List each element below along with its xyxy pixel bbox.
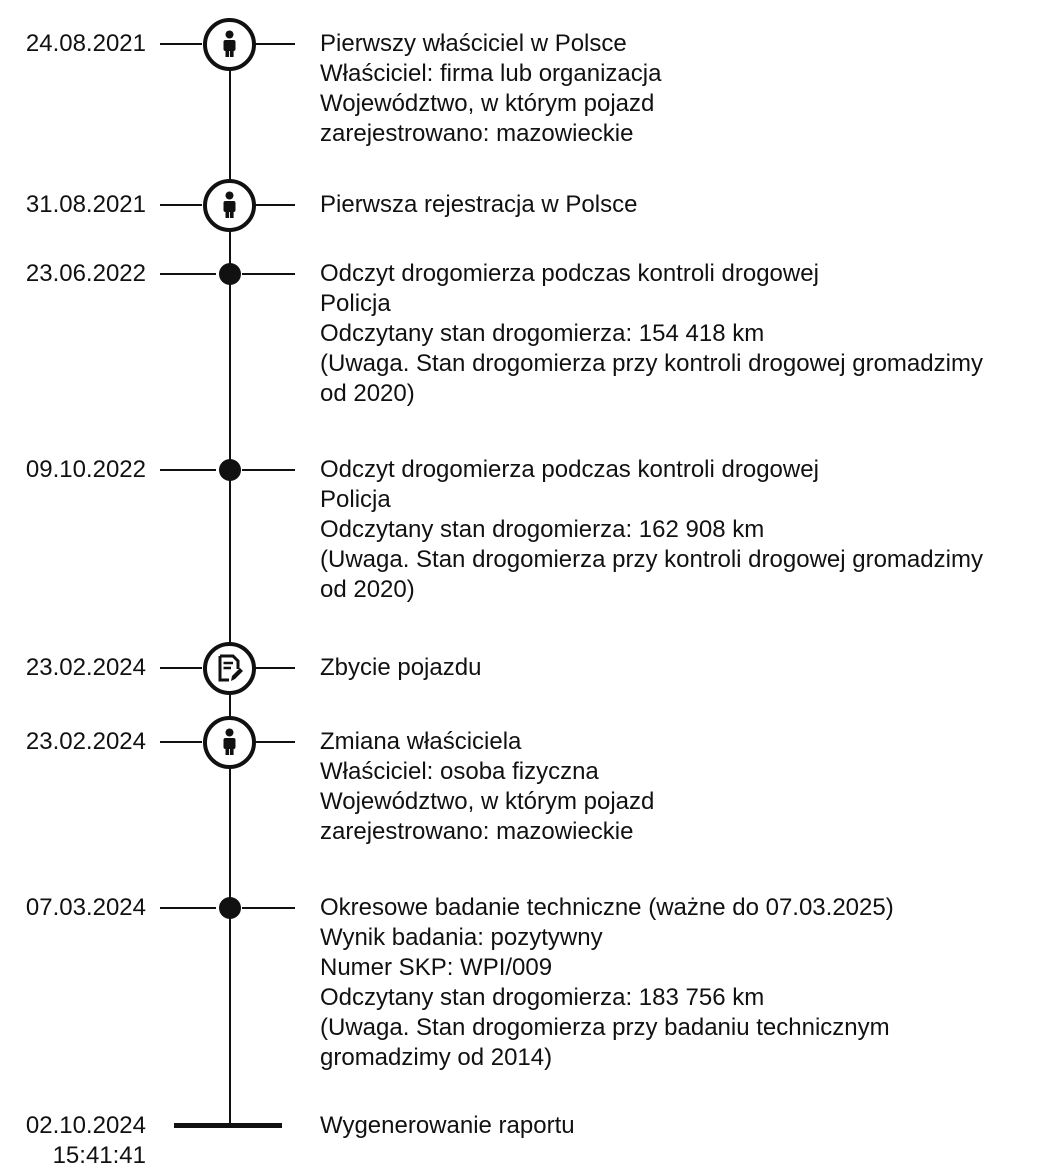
event-detail: Wynik badania: pozytywny: [320, 924, 603, 951]
connector-line: [242, 469, 295, 471]
connector-line: [160, 907, 216, 909]
report-time: 15:41:41: [52, 1142, 146, 1169]
event-detail: Województwo, w którym pojazd: [320, 90, 655, 117]
event-detail: (Uwaga. Stan drogomierza przy kontroli d…: [320, 546, 983, 573]
event-description: Odczyt drogomierza podczas kontroli drog…: [320, 455, 983, 605]
event-date: 24.08.2021: [25, 30, 146, 57]
event-detail: Województwo, w którym pojazd: [320, 788, 655, 815]
event-description: Zbycie pojazdu: [320, 653, 481, 683]
connector-line: [242, 273, 295, 275]
event-detail: Właściciel: firma lub organizacja: [320, 60, 662, 87]
connector-line: [160, 667, 202, 669]
person-icon: [203, 716, 256, 769]
event-detail: Właściciel: osoba fizyczna: [320, 758, 599, 785]
event-description: Wygenerowanie raportu: [320, 1111, 575, 1141]
event-detail: od 2020): [320, 380, 415, 407]
connector-line: [242, 907, 295, 909]
connector-line: [255, 741, 295, 743]
event-detail: od 2020): [320, 576, 415, 603]
event-detail: (Uwaga. Stan drogomierza przy badaniu te…: [320, 1014, 890, 1041]
connector-line: [255, 667, 295, 669]
connector-line: [160, 741, 202, 743]
event-description: Pierwszy właściciel w Polsce Właściciel:…: [320, 29, 661, 149]
event-date: 09.10.2022: [25, 456, 146, 483]
event-detail: gromadzimy od 2014): [320, 1044, 553, 1071]
event-detail: Policja: [320, 486, 391, 513]
document-edit-icon: [203, 642, 256, 695]
event-title: Odczyt drogomierza podczas kontroli drog…: [320, 456, 819, 483]
dot-marker: [219, 263, 241, 285]
connector-line: [160, 273, 216, 275]
dot-marker: [219, 897, 241, 919]
event-title: Odczyt drogomierza podczas kontroli drog…: [320, 260, 819, 287]
connector-line: [160, 469, 216, 471]
dot-marker: [219, 459, 241, 481]
event-date: 23.02.2024: [25, 654, 146, 681]
event-title: Pierwsza rejestracja w Polsce: [320, 191, 638, 218]
event-title: Wygenerowanie raportu: [320, 1112, 575, 1139]
event-date: 23.02.2024: [25, 728, 146, 755]
event-detail: Numer SKP: WPI/009: [320, 954, 553, 981]
timeline-end-bar: [174, 1123, 282, 1128]
event-detail: (Uwaga. Stan drogomierza przy kontroli d…: [320, 350, 983, 377]
event-description: Odczyt drogomierza podczas kontroli drog…: [320, 259, 983, 409]
event-detail: zarejestrowano: mazowieckie: [320, 818, 634, 845]
person-icon: [203, 179, 256, 232]
event-date: 23.06.2022: [25, 260, 146, 287]
event-detail: Policja: [320, 290, 391, 317]
timeline-axis: [229, 44, 231, 1124]
event-detail: Odczytany stan drogomierza: 183 756 km: [320, 984, 765, 1011]
event-description: Zmiana właściciela Właściciel: osoba fiz…: [320, 727, 654, 847]
connector-line: [160, 204, 202, 206]
connector-line: [255, 204, 295, 206]
event-description: Pierwsza rejestracja w Polsce: [320, 190, 637, 220]
report-date: 02.10.2024: [25, 1112, 146, 1139]
event-title: Okresowe badanie techniczne (ważne do 07…: [320, 894, 894, 921]
connector-line: [160, 43, 202, 45]
event-detail: Odczytany stan drogomierza: 154 418 km: [320, 320, 765, 347]
person-icon: [203, 18, 256, 71]
event-description: Okresowe badanie techniczne (ważne do 07…: [320, 893, 894, 1073]
event-date: 31.08.2021: [25, 191, 146, 218]
event-title: Zmiana właściciela: [320, 728, 522, 755]
event-detail: zarejestrowano: mazowieckie: [320, 120, 634, 147]
connector-line: [255, 43, 295, 45]
event-date: 07.03.2024: [25, 894, 146, 921]
event-detail: Odczytany stan drogomierza: 162 908 km: [320, 516, 765, 543]
event-title: Pierwszy właściciel w Polsce: [320, 30, 627, 57]
event-title: Zbycie pojazdu: [320, 654, 482, 681]
